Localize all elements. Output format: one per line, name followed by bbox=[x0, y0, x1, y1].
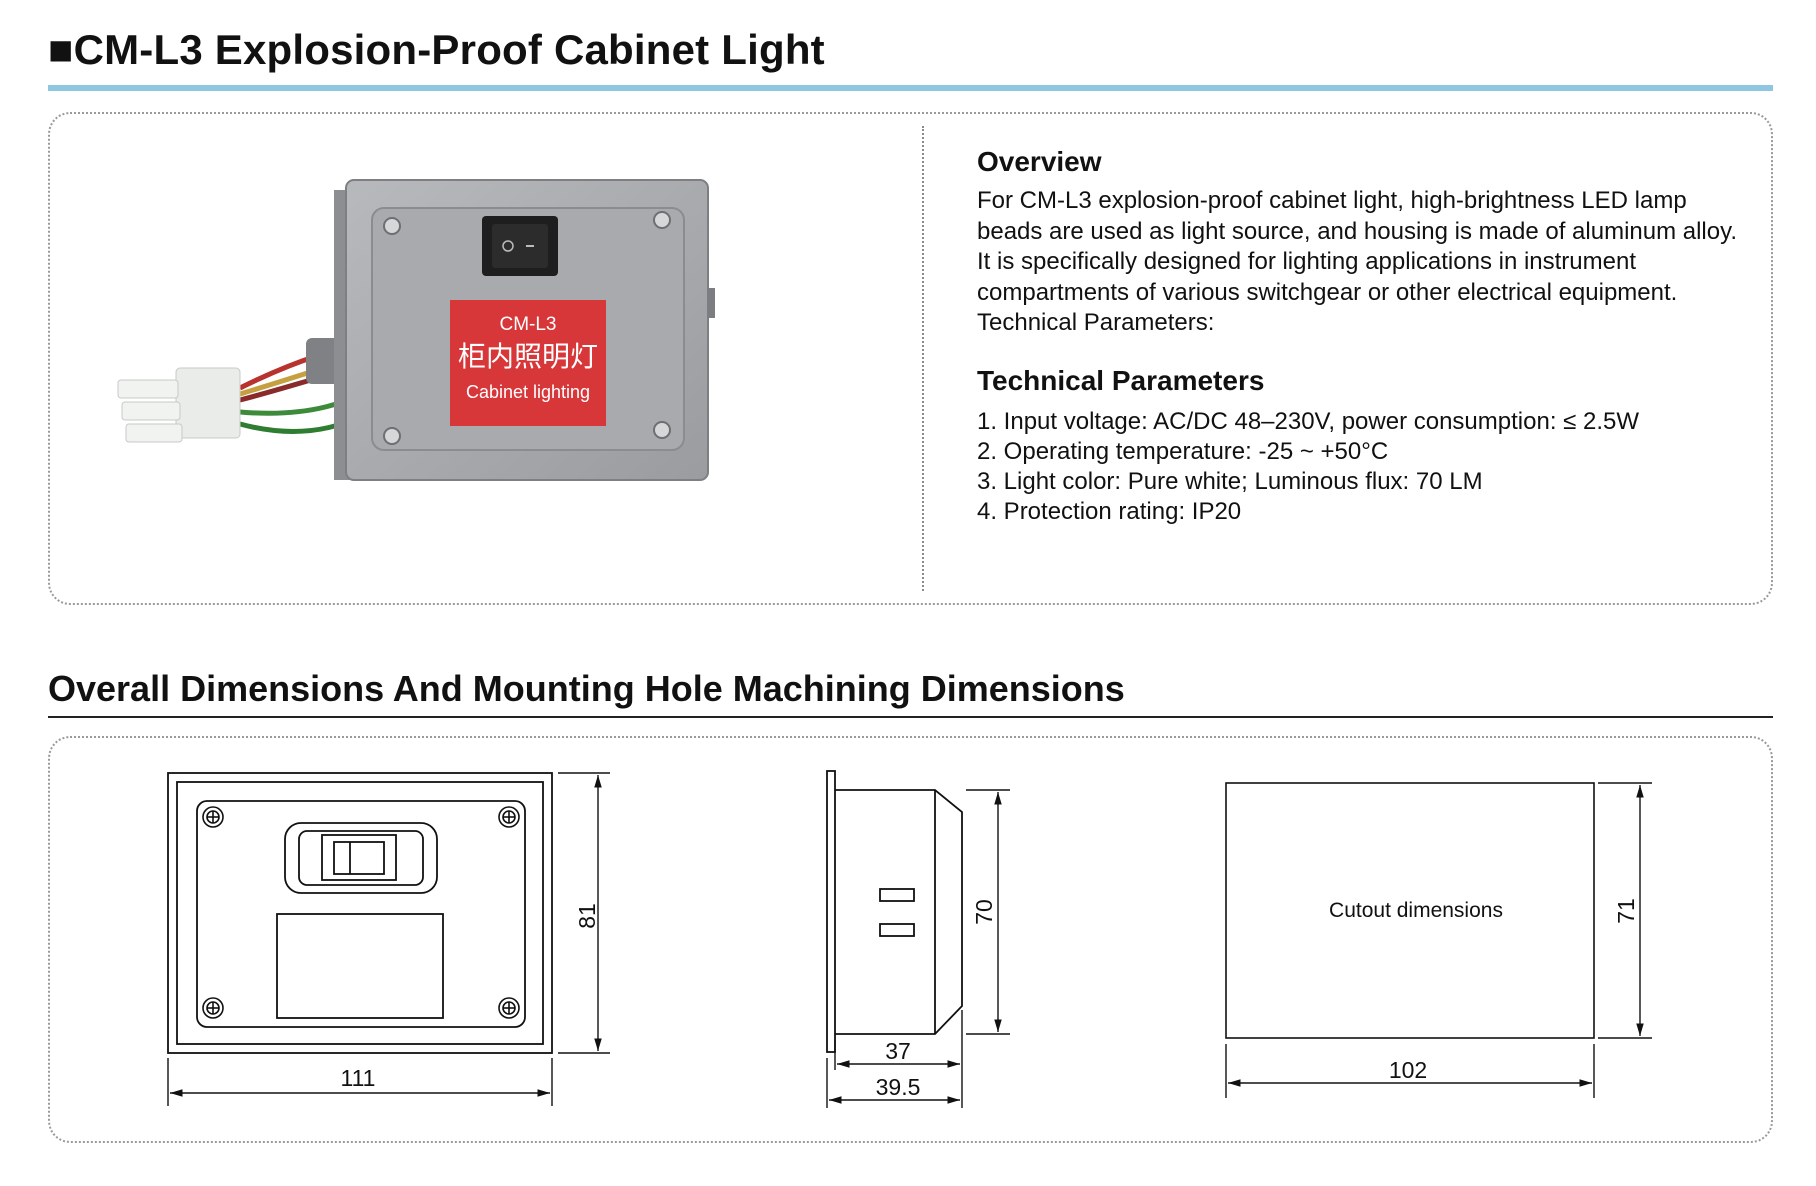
product-label: CM-L3 柜内照明灯 Cabinet lighting bbox=[450, 300, 606, 426]
technical-list: 1. Input voltage: AC/DC 48–230V, power c… bbox=[977, 407, 1737, 527]
dimensions-heading: Overall Dimensions And Mounting Hole Mac… bbox=[48, 668, 1125, 709]
label-model: CM-L3 bbox=[499, 314, 556, 335]
overview-text: For CM-L3 explosion-proof cabinet light,… bbox=[977, 187, 1737, 336]
label-english: Cabinet lighting bbox=[466, 382, 590, 402]
page-title: ■CM-L3 Explosion-Proof Cabinet Light bbox=[48, 26, 825, 73]
technical-item: 3. Light color: Pure white; Luminous flu… bbox=[977, 467, 1483, 495]
technical-item: 4. Protection rating: IP20 bbox=[977, 497, 1242, 525]
rocker-switch bbox=[482, 216, 558, 276]
product-info-panel bbox=[48, 112, 1773, 605]
panel-divider bbox=[922, 126, 924, 591]
technical-heading: Technical Parameters bbox=[977, 364, 1265, 396]
dimensions-underline bbox=[48, 716, 1773, 718]
dimensions-panel bbox=[48, 736, 1773, 1143]
screws bbox=[383, 211, 671, 445]
technical-item: 2. Operating temperature: -25 ~ +50°C bbox=[977, 437, 1389, 465]
wire-connector bbox=[117, 367, 241, 443]
info-column: Overview For CM-L3 explosion-proof cabin… bbox=[977, 146, 1737, 527]
title-underline bbox=[48, 85, 1773, 91]
label-chinese: 柜内照明灯 bbox=[458, 341, 598, 372]
product-photo: CM-L3 柜内照明灯 Cabinet lighting bbox=[117, 179, 715, 481]
overview-heading: Overview bbox=[977, 146, 1102, 177]
technical-item: 1. Input voltage: AC/DC 48–230V, power c… bbox=[977, 407, 1640, 435]
